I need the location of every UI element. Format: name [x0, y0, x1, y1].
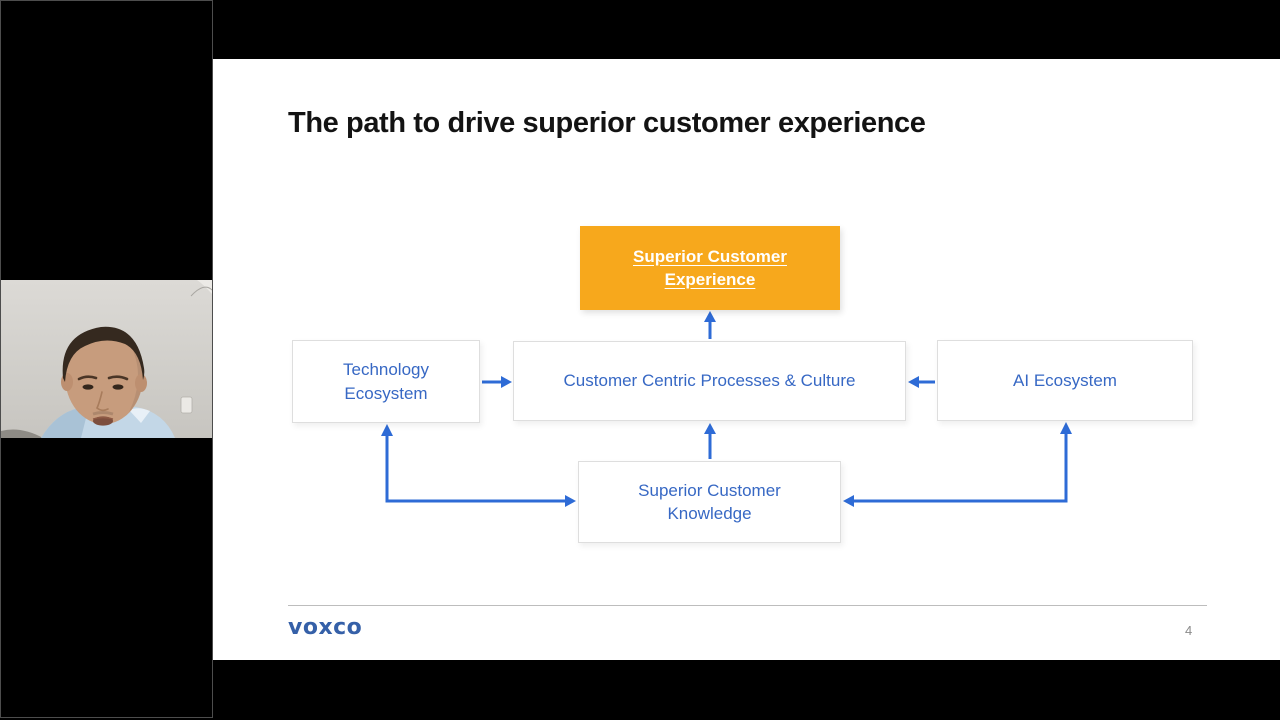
node-superior-customer-experience: Superior Customer Experience — [580, 226, 840, 310]
footer-divider — [288, 605, 1207, 606]
paper-corner — [197, 280, 212, 294]
voxco-logo: voxco — [288, 615, 363, 640]
node-ai-ecosystem: AI Ecosystem — [937, 340, 1193, 421]
node-technology-ecosystem: Technology Ecosystem — [292, 340, 480, 423]
node-label: Superior Customer Experience — [633, 246, 787, 289]
presenter-person — [41, 326, 175, 438]
slide-title: The path to drive superior customer expe… — [288, 107, 926, 139]
node-label: Technology Ecosystem — [342, 360, 429, 403]
node-label: AI Ecosystem — [1013, 370, 1117, 390]
light-switch — [180, 396, 193, 414]
node-label: Superior Customer Knowledge — [638, 480, 781, 523]
node-superior-customer-knowledge: Superior Customer Knowledge — [578, 461, 841, 543]
corner-shadow — [1, 429, 43, 438]
slide-page-number: 4 — [1185, 623, 1193, 638]
presenter-video-tile — [0, 0, 213, 718]
slide: The path to drive superior customer expe… — [213, 59, 1280, 660]
webcam-feed — [1, 280, 212, 438]
node-customer-centric-processes-culture: Customer Centric Processes & Culture — [513, 341, 906, 421]
node-label: Customer Centric Processes & Culture — [563, 371, 856, 391]
paper-edge-line — [190, 286, 212, 297]
